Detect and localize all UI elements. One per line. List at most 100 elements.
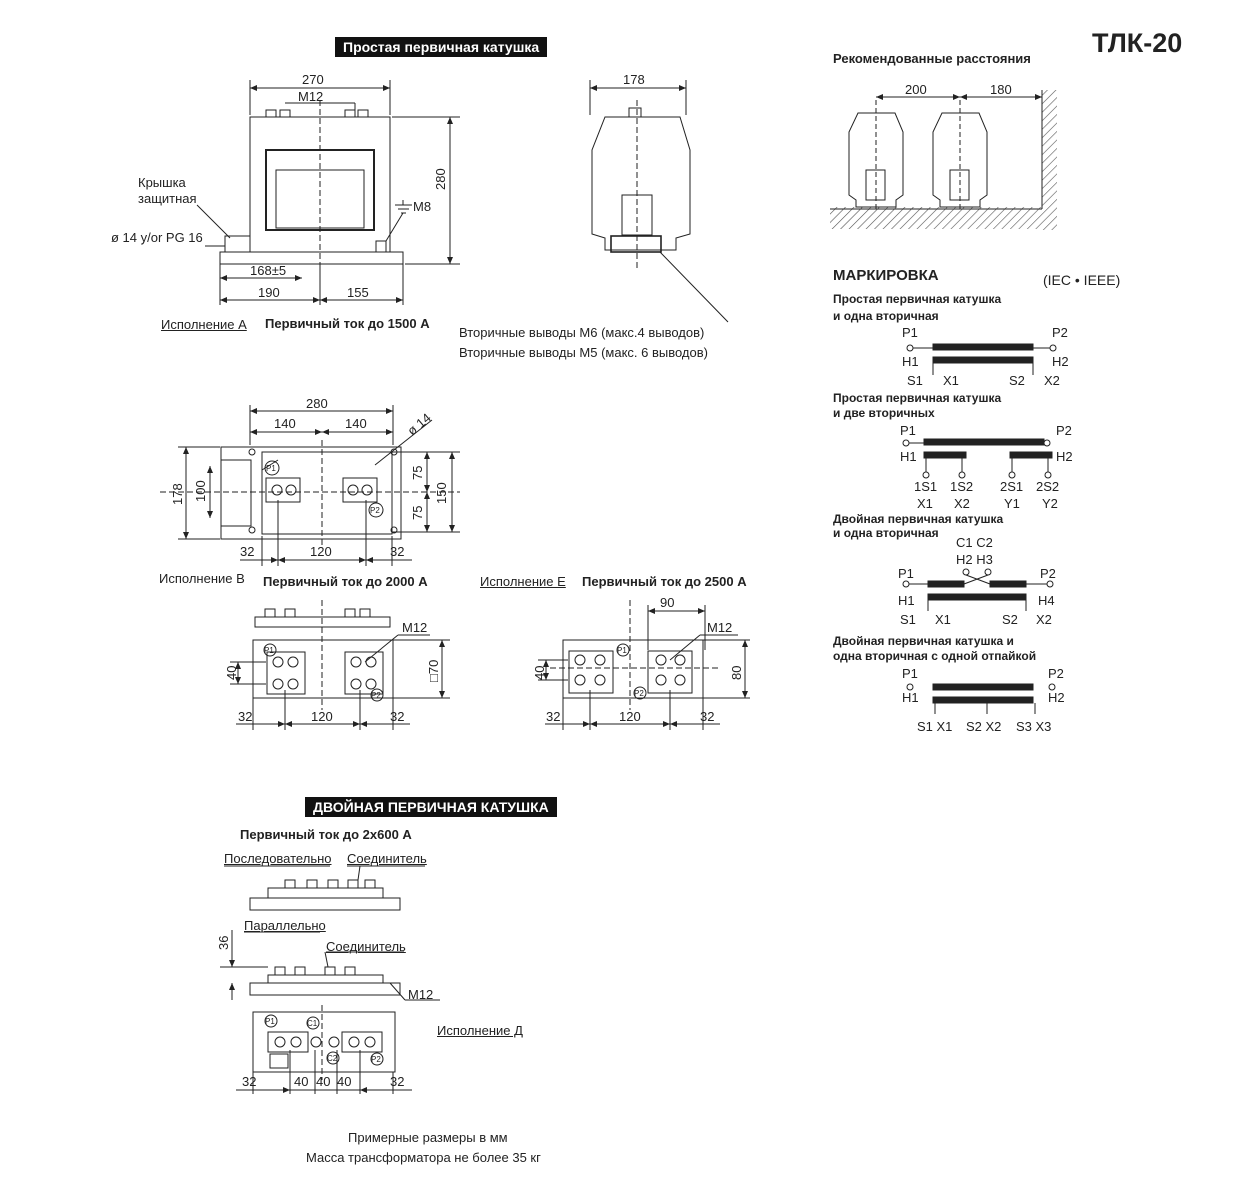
- version-b-label: Исполнение В: [159, 571, 245, 586]
- pg16-label: ø 14 у/or PG 16: [111, 230, 203, 245]
- d2-1s1: 1S1: [914, 479, 937, 494]
- dim-178-side: 178: [623, 72, 645, 87]
- current-b-label: Первичный ток до 2000 А: [263, 574, 428, 589]
- p2-label-b2: P2: [371, 691, 381, 700]
- current-a-label: Первичный ток до 1500 А: [265, 316, 430, 331]
- dim-120-b2: 120: [311, 709, 333, 724]
- single-primary-banner: Простая первичная катушка: [335, 37, 548, 57]
- dim-75-top: 75: [410, 466, 425, 480]
- double-current-label: Первичный ток до 2х600 А: [240, 827, 412, 842]
- d1-p1: P1: [902, 325, 918, 340]
- double-primary-banner: ДВОЙНАЯ ПЕРВИЧНАЯ КАТУШКА: [305, 797, 557, 817]
- dim-40-b2: 40: [224, 666, 239, 680]
- marking-diagram-4: [906, 683, 1056, 714]
- m8-label: M8: [413, 199, 431, 214]
- d1-x2: X2: [1044, 373, 1060, 388]
- dim-90-e: 90: [660, 595, 674, 610]
- dim-32-right-e: 32: [700, 709, 714, 724]
- d3-p2: P2: [1040, 566, 1056, 581]
- dim-70-b2: □70: [426, 660, 441, 682]
- d2-1s2: 1S2: [950, 479, 973, 494]
- d4-s1x1: S1 X1: [917, 719, 952, 734]
- d2-h2: H2: [1056, 449, 1073, 464]
- dim-140-left: 140: [274, 416, 296, 431]
- footer-line-2: Масса трансформатора не более 35 кг: [306, 1150, 541, 1165]
- d2-x2: X2: [954, 496, 970, 511]
- footer-line-1: Примерные размеры в мм: [348, 1130, 508, 1145]
- d3-s1: S1: [900, 612, 916, 627]
- dim-190: 190: [258, 285, 280, 300]
- marking-standards: (IEC • IEEE): [1043, 272, 1121, 288]
- dim-36: 36: [216, 936, 231, 950]
- d3-h1: H1: [898, 593, 915, 608]
- dim-120-e: 120: [619, 709, 641, 724]
- dim-280-vertical: 280: [433, 168, 448, 190]
- c1-label-d: C1: [307, 1019, 318, 1028]
- version-e-label: Исполнение Е: [480, 574, 566, 589]
- d2-title-1: Простая первичная катушка: [833, 391, 1002, 405]
- dim-40-a-d: 40: [294, 1074, 308, 1089]
- d3-h2h3: H2 H3: [956, 552, 993, 567]
- m12-label-a: M12: [298, 89, 323, 104]
- d2-p2: P2: [1056, 423, 1072, 438]
- current-e-label: Первичный ток до 2500 А: [582, 574, 747, 589]
- p2-label-d: P2: [371, 1055, 381, 1064]
- d4-p1: P1: [902, 666, 918, 681]
- d4-p2: P2: [1048, 666, 1064, 681]
- d4-title-1: Двойная первичная катушка и: [833, 634, 1014, 648]
- dim-100: 100: [193, 480, 208, 502]
- d3-c1c2: C1 C2: [956, 535, 993, 550]
- d1-s1: S1: [907, 373, 923, 388]
- p1-label-e: P1: [617, 646, 627, 655]
- dim-150: 150: [434, 482, 449, 504]
- d2-2s2: 2S2: [1036, 479, 1059, 494]
- d3-x1: X1: [935, 612, 951, 627]
- d2-h1: H1: [900, 449, 917, 464]
- p1-label-d: P1: [265, 1017, 275, 1026]
- dim-280-plan: 280: [306, 396, 328, 411]
- svg-labels: 270 M12 178 280 M8 168±5 190 155 280 140…: [170, 72, 1073, 1089]
- view-e: [538, 600, 750, 730]
- d1-h2: H2: [1052, 354, 1069, 369]
- document-title: ТЛК-20: [1092, 28, 1183, 58]
- view-b2: [230, 600, 450, 730]
- d2-x1: X1: [917, 496, 933, 511]
- d4-title-2: одна вторичная с одной отпайкой: [833, 649, 1037, 663]
- dim-32-right-b: 32: [390, 544, 404, 559]
- series-label: Последовательно: [224, 851, 332, 866]
- version-a-label: Исполнение А: [161, 317, 247, 332]
- dim-180: 180: [990, 82, 1012, 97]
- m12-label-d: M12: [408, 987, 433, 1002]
- d1-title-2: и одна вторичная: [833, 309, 939, 323]
- d3-s2: S2: [1002, 612, 1018, 627]
- dim-40-b-d: 40: [316, 1074, 330, 1089]
- d2-y1: Y1: [1004, 496, 1020, 511]
- d1-title-1: Простая первичная катушка: [833, 292, 1002, 306]
- p2-label-e: P2: [634, 689, 644, 698]
- double-primary-views: [220, 865, 440, 1094]
- d1-s2: S2: [1009, 373, 1025, 388]
- distances-title: Рекомендованные расстояния: [833, 51, 1031, 66]
- m12-label-b2: M12: [402, 620, 427, 635]
- dim-120-b: 120: [310, 544, 332, 559]
- marking-diagram-2: [902, 438, 1053, 479]
- side-view-a: [589, 80, 729, 323]
- dim-d14: ø 14: [404, 410, 434, 438]
- p2-label-b: P2: [370, 506, 380, 515]
- front-view-a: [196, 80, 460, 305]
- dim-40-c-d: 40: [337, 1074, 351, 1089]
- version-d-label: Исполнение Д: [437, 1023, 523, 1038]
- m12-label-e: M12: [707, 620, 732, 635]
- d4-h1: H1: [902, 690, 919, 705]
- dim-32-right-d: 32: [390, 1074, 404, 1089]
- dim-32-right-b2: 32: [390, 709, 404, 724]
- dim-270: 270: [302, 72, 324, 87]
- d4-s3x3: S3 X3: [1016, 719, 1051, 734]
- d3-p1: P1: [898, 566, 914, 581]
- dim-32-left-e: 32: [546, 709, 560, 724]
- dim-32-left-d: 32: [242, 1074, 256, 1089]
- d2-y2: Y2: [1042, 496, 1058, 511]
- d2-p1: P1: [900, 423, 916, 438]
- marking-diagram-1: [906, 343, 1057, 375]
